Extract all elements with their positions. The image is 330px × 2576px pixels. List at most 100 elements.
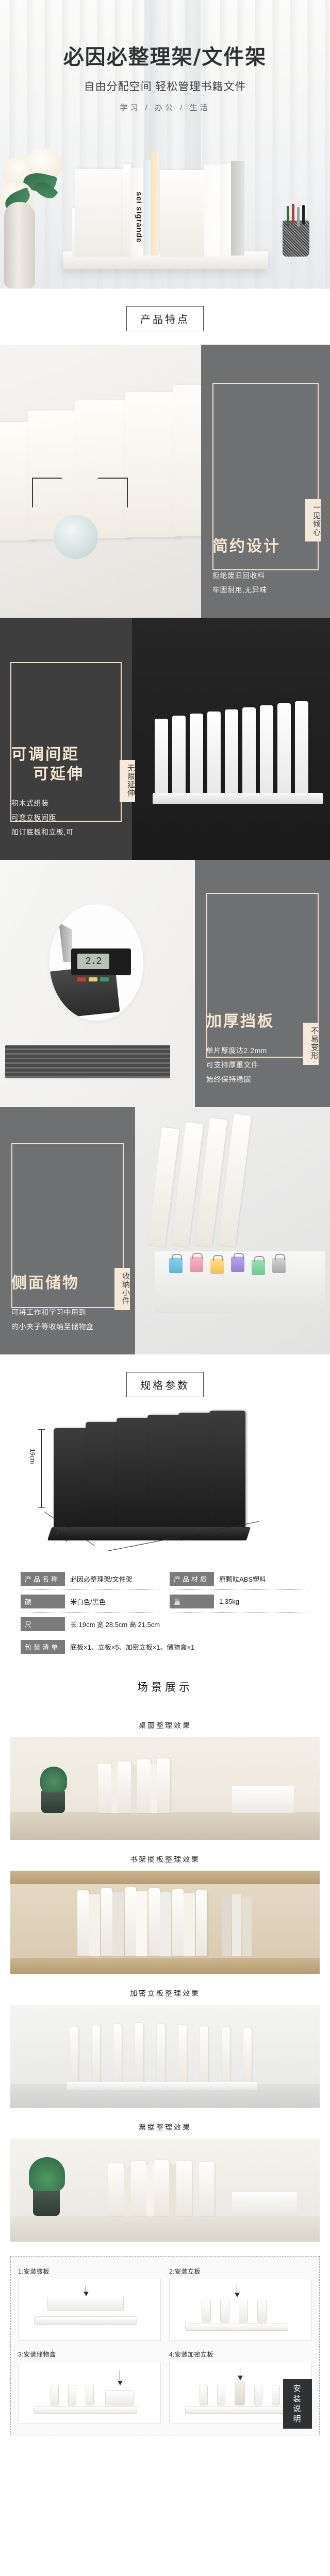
- book: [231, 161, 244, 256]
- vertical-plate: [220, 2300, 229, 2323]
- row-divider: [170, 1612, 309, 1613]
- binder-clip: [169, 1254, 183, 1273]
- feature-vertical-tab: 一见倾心: [305, 499, 321, 541]
- install-step-image: [18, 2362, 161, 2424]
- plant: [29, 2157, 65, 2191]
- down-arrow-icon: [235, 2293, 240, 2297]
- feature-title-line2: 可延伸: [33, 765, 84, 783]
- install-badge-line2: 说明: [293, 2404, 302, 2424]
- feature-title: 侧面储物: [11, 1275, 79, 1292]
- feature-description: 可将工作和学习中用到 的小夹子等收纳至储物盒: [11, 1305, 124, 1334]
- grid-plate: [47, 2297, 124, 2311]
- install-badge: 安装 说明: [283, 2379, 312, 2429]
- table-row: 尺 寸 长 19cm 宽 28.5cm 高 21.5cm: [21, 1614, 309, 1636]
- table-cell: 重 量 1.35kg: [170, 1591, 309, 1612]
- spec-value: 原颗粒ABS塑料: [219, 1575, 267, 1583]
- organizer-divider: [75, 169, 123, 256]
- feature-line: 拒绝废旧回收料: [212, 571, 265, 580]
- caliper-jaw: [59, 923, 72, 962]
- corner-bracket-icon: [32, 478, 62, 507]
- storage-box: [105, 2390, 134, 2405]
- feature-line: 可支持厚重文件: [206, 1061, 259, 1069]
- corner-bracket-icon: [98, 478, 128, 507]
- dimension-diagram: 19cm 21.5cm 28.5cm: [0, 1411, 330, 1565]
- scene-image-dense: [10, 2005, 320, 2108]
- binder-clip: [210, 1255, 224, 1274]
- hero-banner: 必因必整理架/文件架 自由分配空间 轻松管理书籍文件 学习 / 办公 / 生活 …: [0, 0, 330, 289]
- install-step-label: 3:安装储物盒: [18, 2351, 56, 2358]
- feature-line: 加订底板和立板,可: [11, 828, 74, 836]
- vertical-plate: [68, 2385, 76, 2405]
- install-badge-line1: 安装: [293, 2384, 302, 2403]
- vertical-plate: [86, 2385, 94, 2405]
- spec-key: 颜 色: [21, 1595, 73, 1608]
- feature-vertical-tab: 不易变形: [303, 1023, 319, 1065]
- caliper-display: 2.2: [77, 954, 109, 969]
- vertical-plate: [272, 2385, 280, 2405]
- book: [220, 164, 231, 256]
- feature-description: 拒绝废旧回收料 牢固耐用,无异味: [212, 568, 319, 597]
- caliper-closeup: 2.2: [50, 904, 143, 1021]
- install-step-label: 2:安装立板: [169, 2268, 201, 2275]
- vertical-plate: [217, 2385, 225, 2405]
- feature-vertical-tab: 收纳小件: [114, 1268, 130, 1310]
- vertical-plate: [202, 2300, 211, 2323]
- install-step: 3:安装储物盒: [18, 2350, 161, 2424]
- decorative-frame: [206, 893, 319, 1058]
- feature-block-simple-design: 简约设计 拒绝废旧回收料 牢固耐用,无异味 一见倾心: [0, 345, 330, 618]
- feature-title: 简约设计: [212, 538, 280, 555]
- organizer-base: [153, 793, 323, 804]
- page-title: 必因必整理架/文件架: [63, 45, 267, 69]
- feature-title-line1: 可调间距: [11, 746, 79, 763]
- feature-block-adjustable: 可调间距 可延伸 积木式组装 可变立板间距 加订底板和立板,可 无限延伸: [0, 618, 330, 860]
- feature-vertical-tab: 无限延伸: [120, 760, 135, 802]
- table-cell: 包装清单 底板×1、立板×5、加密立板×1、储物盒×1: [21, 1636, 309, 1657]
- feature-block-side-storage: 侧面储物 可将工作和学习中用到 的小夹子等收纳至储物盒 收纳小件: [0, 1107, 330, 1354]
- spec-key: 产品材质: [170, 1572, 214, 1586]
- down-arrow-icon: [118, 2381, 123, 2385]
- book: [151, 152, 159, 256]
- install-step: 2:安装立板: [169, 2267, 312, 2341]
- spec-value: 米白色/黑色: [70, 1598, 106, 1606]
- organizer-divider: [123, 164, 131, 256]
- scene-image-notes: [10, 2139, 320, 2242]
- feature-card: 加厚挡板 单片厚度达2.2mm 可支持厚重文件 始终保持稳固: [195, 860, 330, 1107]
- scene-label: 票据整理效果: [139, 2123, 191, 2131]
- plant: [40, 1767, 67, 1792]
- organizer-divider: [160, 170, 204, 256]
- feature-card: 简约设计 拒绝废旧回收料 牢固耐用,无异味: [201, 345, 330, 618]
- feature-title: 加厚挡板: [206, 1013, 274, 1030]
- dense-plate: [235, 2382, 245, 2405]
- features-header-label: 产品特点: [126, 306, 204, 331]
- vase: [4, 202, 35, 289]
- book-spine-label: sei sigrande: [130, 168, 143, 256]
- dimension-line-height: [41, 1429, 42, 1507]
- install-step-label: 4:安装加密立板: [169, 2351, 214, 2358]
- receipt-stack: [232, 2192, 297, 2216]
- table-row: 颜 色 米白色/黑色 重 量 1.35kg: [21, 1591, 309, 1614]
- row-divider: [21, 1612, 160, 1613]
- install-instructions: 1:安装镂板 2:安装立板: [10, 2256, 320, 2435]
- feature-title: 可调间距 可延伸: [11, 745, 121, 784]
- vertical-plate: [200, 2385, 208, 2405]
- dimension-cap: [38, 1507, 45, 1508]
- feature-line: 始终保持稳固: [206, 1075, 251, 1083]
- vertical-plate: [254, 2385, 262, 2405]
- feature-line: 单片厚度达2.2mm: [206, 1046, 267, 1055]
- stacked-panels: [5, 1045, 170, 1078]
- spec-key: 重 量: [170, 1595, 222, 1608]
- table-row: 产品名称 必因必整理架/文件架 产品材质 原颗粒ABS塑料: [21, 1568, 309, 1591]
- install-steps-grid: 1:安装镂板 2:安装立板: [18, 2267, 312, 2424]
- caliper-hold-button: [100, 977, 109, 981]
- hero-tags: 学习 / 办公 / 生活: [120, 104, 210, 112]
- scenes-section-header: 场景展示: [137, 1682, 193, 1693]
- vertical-plate: [257, 2300, 267, 2323]
- scene-image-shelf: [10, 1871, 320, 1974]
- notebook: [232, 1786, 294, 1813]
- down-arrow-icon: [238, 2376, 243, 2380]
- base-plate: [185, 2406, 288, 2414]
- specs-section-header: 规格参数: [0, 1354, 330, 1411]
- install-step-image: [18, 2279, 161, 2341]
- scene-label: 加密立板整理效果: [130, 1989, 200, 1997]
- caliper-zero-button: [89, 977, 97, 981]
